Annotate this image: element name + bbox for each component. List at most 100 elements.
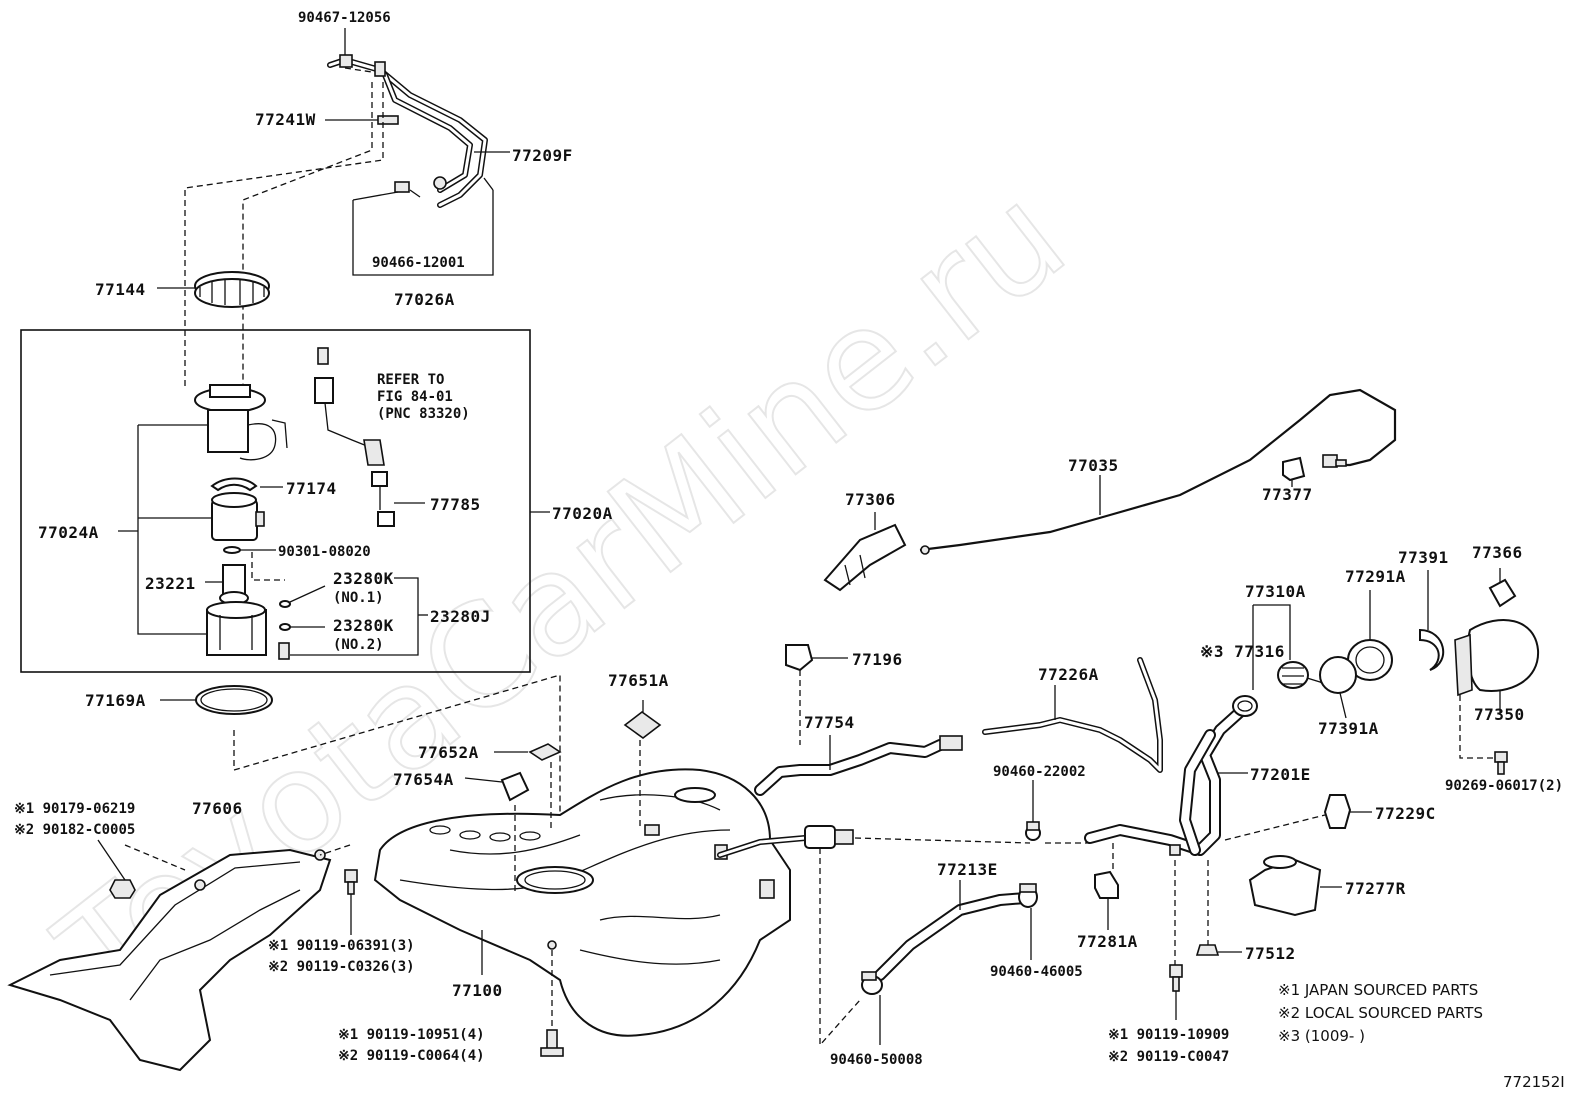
- label-90119-C0326: ※2 90119-C0326(3): [268, 959, 415, 975]
- label-77652A: 77652A: [418, 743, 479, 762]
- fuel-lid: [1454, 618, 1540, 697]
- refer-note-line3: (PNC 83320): [377, 406, 470, 422]
- label-77026A: 77026A: [394, 290, 455, 309]
- o-ring-no1: [279, 600, 291, 608]
- label-77512: 77512: [1245, 944, 1296, 963]
- label-90460-50008: 90460-50008: [830, 1052, 923, 1068]
- label-77754: 77754: [804, 713, 855, 732]
- clamp-77281A: [1094, 870, 1119, 899]
- hose-clamp-50008: [861, 971, 883, 995]
- legend-local-sourced: ※2 LOCAL SOURCED PARTS: [1278, 1004, 1483, 1022]
- label-77306: 77306: [845, 490, 896, 509]
- label-90119-C0064: ※2 90119-C0064(4): [338, 1048, 485, 1064]
- label-23280K-no2: 23280K: [333, 616, 394, 635]
- label-23280J: 23280J: [430, 607, 491, 626]
- nut: [109, 879, 136, 899]
- clamp: [210, 477, 258, 492]
- lid-hinge: [1488, 578, 1517, 608]
- grommet-77512: [1195, 944, 1220, 956]
- fuel-tube-sub-assembly: [327, 54, 488, 208]
- fuel-pump: [211, 492, 265, 541]
- label-90269-06017: 90269-06017(2): [1445, 778, 1563, 794]
- label-no1: (NO.1): [333, 590, 384, 606]
- label-90119-06391: ※1 90119-06391(3): [268, 938, 415, 954]
- bolt-filler: [1169, 964, 1183, 992]
- fuel-tank: [373, 768, 791, 1037]
- label-77654A: 77654A: [393, 770, 454, 789]
- hose-clamp-22002: [1025, 821, 1041, 841]
- snap-ring: [1419, 628, 1445, 671]
- label-77291A: 77291A: [1345, 567, 1406, 586]
- label-77213E: 77213E: [937, 860, 998, 879]
- fuel-pump-flange: [194, 384, 288, 461]
- label-77391A: 77391A: [1318, 719, 1379, 738]
- hose-clamp-46005: [1018, 883, 1038, 908]
- pad-77651A: [623, 711, 662, 739]
- label-77024A: 77024A: [38, 523, 99, 542]
- o-ring: [223, 546, 241, 554]
- label-77651A: 77651A: [608, 671, 669, 690]
- label-77350: 77350: [1474, 705, 1525, 724]
- label-77316: ※3 77316: [1200, 642, 1285, 661]
- label-23221: 23221: [145, 574, 196, 593]
- label-90119-10909: ※1 90119-10909: [1108, 1027, 1229, 1043]
- label-90179-06219: ※1 90179-06219: [14, 801, 135, 817]
- cable-grommet: [1282, 456, 1306, 482]
- label-77201E: 77201E: [1250, 765, 1311, 784]
- clamp-77196: [785, 644, 814, 672]
- pump-cup: [206, 601, 267, 656]
- label-77144: 77144: [95, 280, 146, 299]
- refer-note-line2: FIG 84-01: [377, 389, 453, 405]
- valve-plug: [278, 642, 290, 660]
- legend-date-range: ※3 (1009- ): [1278, 1027, 1365, 1045]
- label-77241W: 77241W: [255, 110, 316, 129]
- label-77785: 77785: [430, 495, 481, 514]
- label-no2: (NO.2): [333, 637, 384, 653]
- gasket-77391A: [1319, 656, 1357, 694]
- label-90182-C0005: ※2 90182-C0005: [14, 822, 135, 838]
- label-77310A: 77310A: [1245, 582, 1306, 601]
- retainer-ring: [194, 271, 270, 308]
- gasket: [195, 685, 273, 715]
- filler-connector: [804, 825, 854, 849]
- label-77281A: 77281A: [1077, 932, 1138, 951]
- label-90460-22002: 90460-22002: [993, 764, 1086, 780]
- filler-box: [1248, 855, 1322, 917]
- bolt-insulator: [344, 869, 358, 935]
- wire-harness: [371, 471, 395, 527]
- label-90467-12056: 90467-12056: [298, 10, 391, 26]
- label-77366: 77366: [1472, 543, 1523, 562]
- label-23280K-no1: 23280K: [333, 569, 394, 588]
- cushion-77654A: [500, 771, 530, 802]
- label-77377: 77377: [1262, 485, 1313, 504]
- pad-77652A: [528, 743, 562, 761]
- sender-gauge: [314, 347, 385, 466]
- o-ring-no2: [279, 623, 291, 631]
- label-77391: 77391: [1398, 548, 1449, 567]
- legend-japan-sourced: ※1 JAPAN SOURCED PARTS: [1278, 981, 1478, 999]
- label-77209F: 77209F: [512, 146, 573, 165]
- label-77277R: 77277R: [1345, 879, 1406, 898]
- cable-end: [920, 454, 1347, 555]
- label-77020A: 77020A: [552, 504, 613, 523]
- screw-90269: [1494, 751, 1508, 775]
- refer-note-line1: REFER TO: [377, 372, 444, 388]
- label-77229C: 77229C: [1375, 804, 1436, 823]
- label-77606: 77606: [192, 799, 243, 818]
- label-77226A: 77226A: [1038, 665, 1099, 684]
- lock-bracket: [823, 523, 907, 592]
- label-90466-12001: 90466-12001: [372, 255, 465, 271]
- label-77174: 77174: [286, 479, 337, 498]
- label-90119-C0047: ※2 90119-C0047: [1108, 1049, 1229, 1065]
- label-77169A: 77169A: [85, 691, 146, 710]
- fuel-filter: [219, 564, 249, 605]
- label-90119-10951: ※1 90119-10951(4): [338, 1027, 485, 1043]
- label-77196: 77196: [852, 650, 903, 669]
- figure-id: 772152I: [1503, 1073, 1565, 1091]
- label-77035: 77035: [1068, 456, 1119, 475]
- release-cable: [919, 388, 1397, 552]
- fuel-cap: [1277, 661, 1331, 689]
- label-90301-08020: 90301-08020: [278, 544, 371, 560]
- tank-bolt: [540, 1029, 564, 1057]
